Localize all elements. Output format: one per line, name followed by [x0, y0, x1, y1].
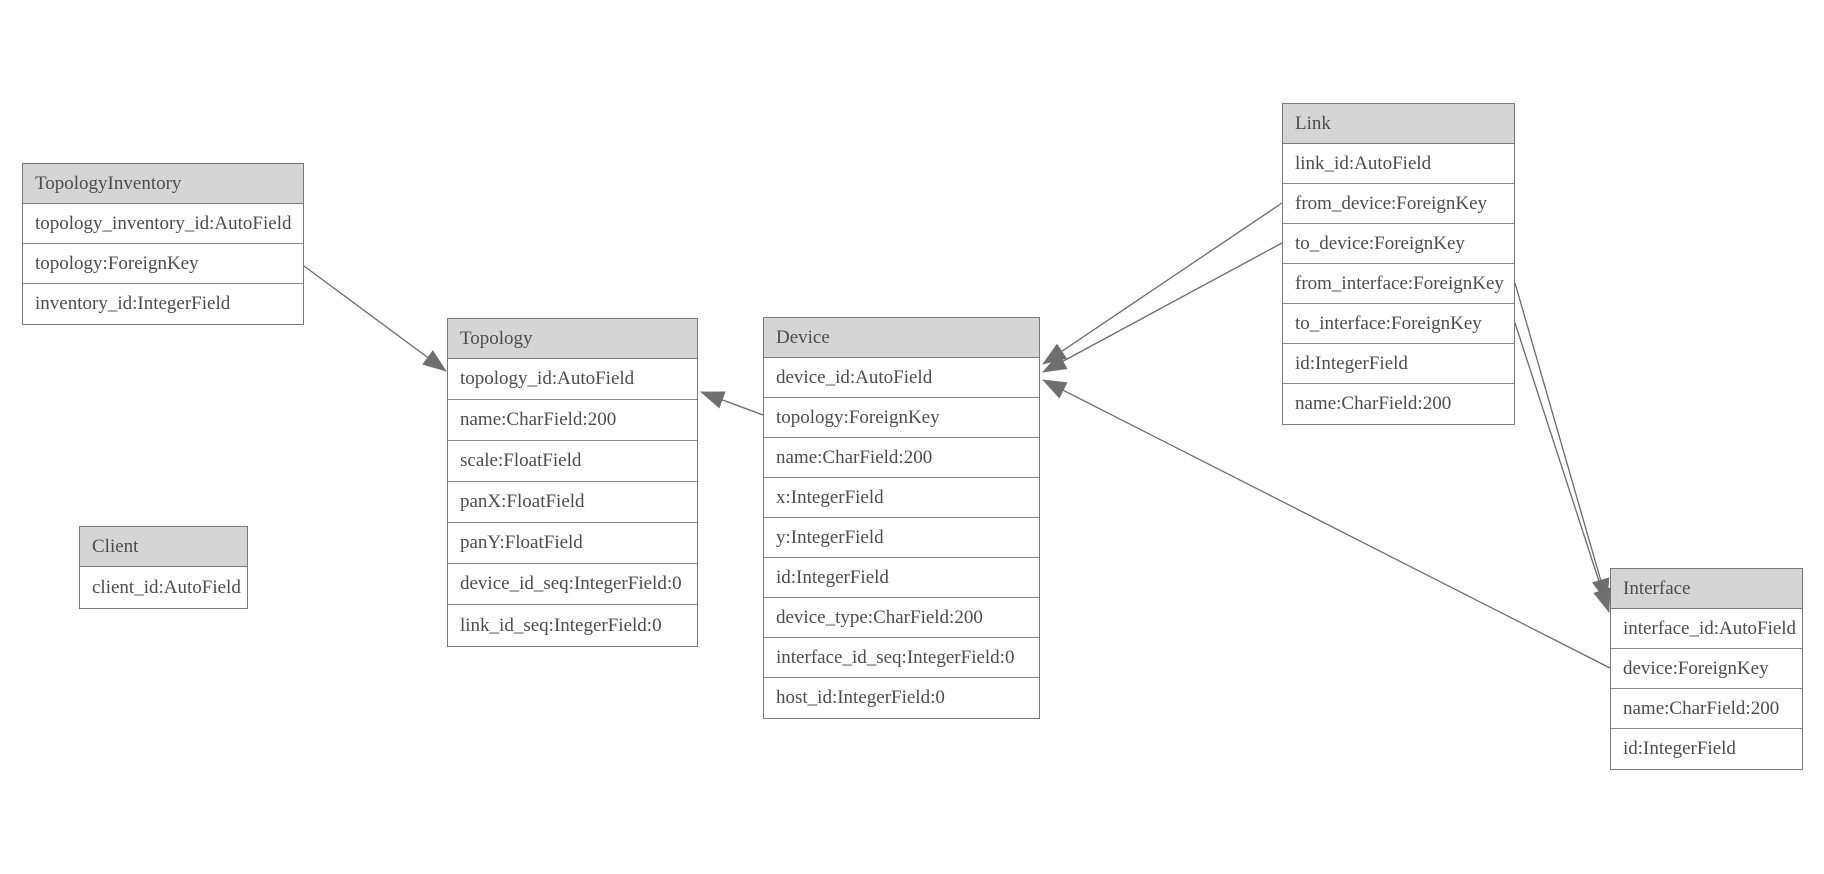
entity-device-field-row: y:IntegerField — [764, 518, 1039, 558]
entity-topology-field-row: panX:FloatField — [448, 482, 697, 523]
entity-interface-field-row: name:CharField:200 — [1611, 689, 1802, 729]
relationship-link-from-interface-to-interface — [1514, 282, 1610, 603]
relationship-link-from-device-to-device — [1042, 202, 1283, 365]
entity-device-field-row: id:IntegerField — [764, 558, 1039, 598]
entity-link-field-row: to_interface:ForeignKey — [1283, 304, 1514, 344]
entity-title: Topology — [460, 327, 533, 349]
entity-device-field-row: interface_id_seq:IntegerField:0 — [764, 638, 1039, 678]
entity-topology-inventory-field-row: topology_inventory_id:AutoField — [23, 204, 303, 244]
entity-topology-field-row: link_id_seq:IntegerField:0 — [448, 605, 697, 646]
entity-title: Link — [1295, 112, 1331, 134]
entity-link-field-row: id:IntegerField — [1283, 344, 1514, 384]
entity-topology-header: Topology — [448, 319, 697, 359]
entity-interface-field-row: id:IntegerField — [1611, 729, 1802, 769]
entity-topology-inventory: TopologyInventory topology_inventory_id:A… — [22, 163, 304, 325]
entity-link-field-row: link_id:AutoField — [1283, 144, 1514, 184]
entity-interface-field-row: device:ForeignKey — [1611, 649, 1802, 689]
entity-link-header: Link — [1283, 104, 1514, 144]
entity-device-field-row: x:IntegerField — [764, 478, 1039, 518]
entity-device-field-row: device_id:AutoField — [764, 358, 1039, 398]
relationship-device-topology-to-topology — [700, 391, 764, 416]
entity-topology-inventory-field-row: topology:ForeignKey — [23, 244, 303, 284]
entity-topology-inventory-header: TopologyInventory — [23, 164, 303, 204]
entity-device-field-row: topology:ForeignKey — [764, 398, 1039, 438]
entity-client-field-row: client_id:AutoField — [80, 567, 247, 608]
entity-title: TopologyInventory — [35, 172, 182, 194]
entity-topology-field-row: panY:FloatField — [448, 523, 697, 564]
relationship-link-to-device-to-device — [1042, 242, 1283, 373]
entity-topology-field-row: device_id_seq:IntegerField:0 — [448, 564, 697, 605]
entity-interface-header: Interface — [1611, 569, 1802, 609]
entity-topology-field-row: scale:FloatField — [448, 441, 697, 482]
entity-topology-field-row: topology_id:AutoField — [448, 359, 697, 400]
entity-title: Client — [92, 535, 139, 557]
relationship-link-to-interface-to-interface — [1514, 322, 1611, 613]
entity-device-field-row: device_type:CharField:200 — [764, 598, 1039, 638]
entity-device-field-row: name:CharField:200 — [764, 438, 1039, 478]
entity-client-header: Client — [80, 527, 247, 567]
entity-client: Client client_id:AutoField — [79, 526, 248, 609]
entity-interface-field-row: interface_id:AutoField — [1611, 609, 1802, 649]
entity-title: Interface — [1623, 577, 1691, 599]
relationship-topologyinventory-topology-to-topology — [303, 265, 447, 372]
entity-device-field-row: host_id:IntegerField:0 — [764, 678, 1039, 718]
entity-topology-inventory-field-row: inventory_id:IntegerField — [23, 284, 303, 324]
entity-topology-field-row: name:CharField:200 — [448, 400, 697, 441]
entity-title: Device — [776, 326, 830, 348]
entity-link-field-row: to_device:ForeignKey — [1283, 224, 1514, 264]
entity-link-field-row: name:CharField:200 — [1283, 384, 1514, 424]
entity-device-header: Device — [764, 318, 1039, 358]
entity-link-field-row: from_interface:ForeignKey — [1283, 264, 1514, 304]
entity-link-field-row: from_device:ForeignKey — [1283, 184, 1514, 224]
